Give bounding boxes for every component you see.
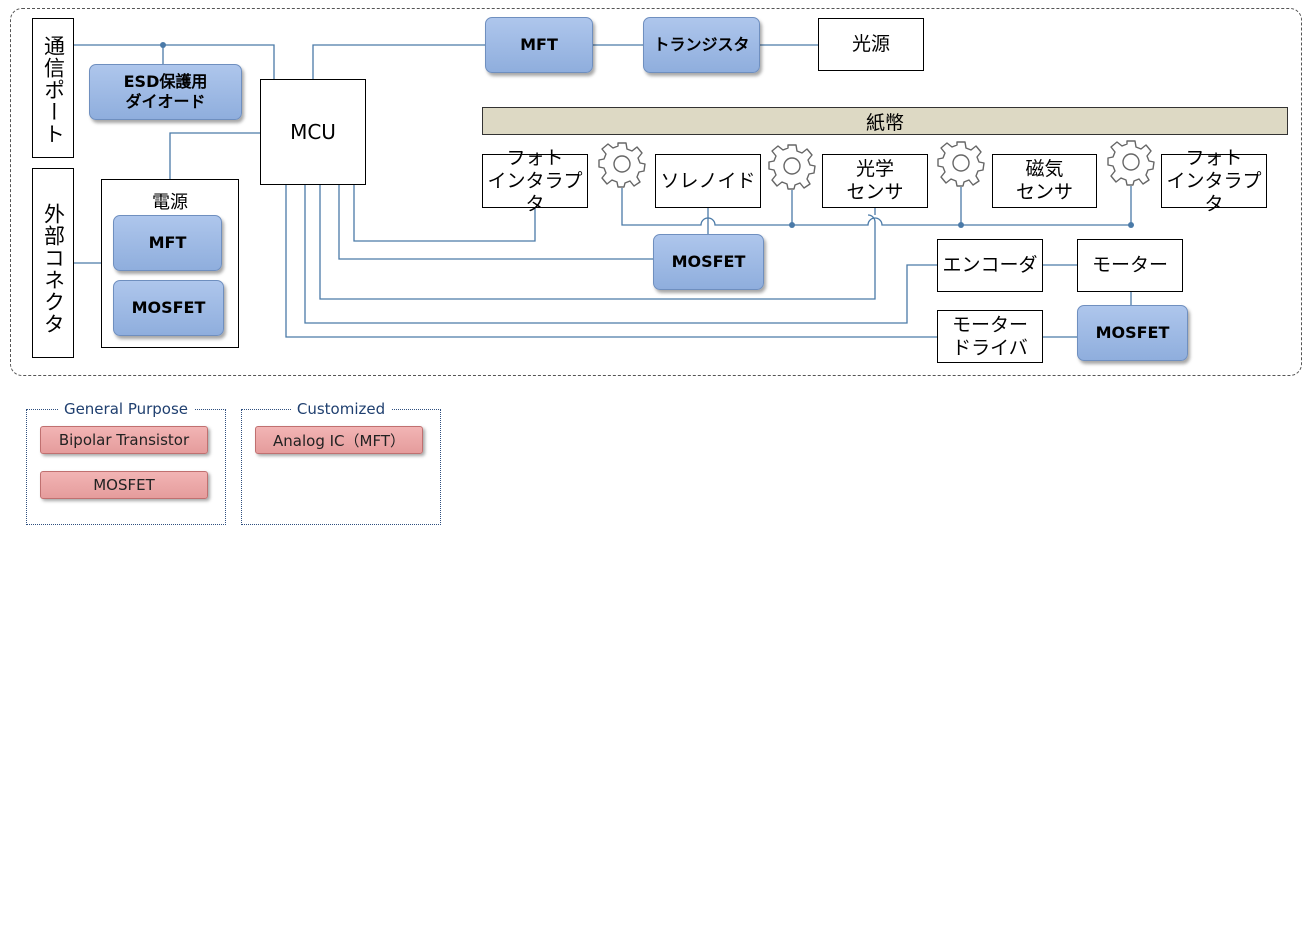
light-source-block: 光源 <box>818 18 924 71</box>
gear-icon <box>598 142 646 188</box>
banknote-bar: 紙幣 <box>482 107 1288 135</box>
gear-icon <box>937 141 985 187</box>
junction-dot <box>160 42 166 48</box>
wire-mcu-mosfet <box>338 185 653 260</box>
mosfet-right-block: MOSFET <box>1077 305 1188 361</box>
wire-comm-mcu <box>74 44 275 79</box>
wire-mcu-photo-left <box>353 185 536 242</box>
photo-interrupter-right: フォト インタラプタ <box>1161 147 1267 215</box>
mft-top-block: MFT <box>485 17 593 73</box>
transistor-block: トランジスタ <box>643 17 760 73</box>
system-frame <box>10 8 1302 376</box>
encoder-block: エンコーダ <box>937 239 1043 292</box>
wire-mcu-driver <box>285 185 937 338</box>
junction-dot <box>958 222 964 228</box>
solenoid-block: ソレノイド <box>655 154 761 208</box>
wire-mcu-optical <box>319 185 876 300</box>
legend-item-mosfet: MOSFET <box>40 471 208 499</box>
optical-sensor-block: 光学 センサ <box>822 154 928 208</box>
legend-custom-title: Customized <box>290 400 392 418</box>
esd-diode-block: ESD保護用 ダイオード <box>89 64 242 120</box>
ext-connector-label: 外部コネクタ <box>41 203 66 335</box>
ext-connector-block: 外部コネクタ <box>32 168 74 358</box>
legend-customized: Customized <box>241 400 441 525</box>
gear-icon <box>1107 140 1155 186</box>
comm-port-block: 通信ポート <box>32 18 74 158</box>
junction-dot <box>789 222 795 228</box>
magnetic-sensor-block: 磁気 センサ <box>992 154 1097 208</box>
gear-icon <box>768 144 816 190</box>
mosfet-middle-block: MOSFET <box>653 234 764 290</box>
junction-dot <box>1128 222 1134 228</box>
wire-mcu-power <box>169 132 260 179</box>
power-mft-block: MFT <box>113 215 222 271</box>
legend-item-analog-ic: Analog IC（MFT） <box>255 426 423 454</box>
mcu-block: MCU <box>260 79 366 185</box>
wire-mcu-encoder <box>304 185 937 324</box>
wire-mcu-mft <box>312 44 485 79</box>
legend-item-bipolar: Bipolar Transistor <box>40 426 208 454</box>
comm-port-label: 通信ポート <box>41 35 66 145</box>
legend-general-purpose: General Purpose <box>26 400 226 525</box>
photo-interrupter-left: フォト インタラプタ <box>482 147 588 215</box>
motor-block: モーター <box>1077 239 1183 292</box>
motor-driver-block: モーター ドライバ <box>937 310 1043 363</box>
power-title: 電源 <box>152 192 188 213</box>
power-mosfet-block: MOSFET <box>113 280 224 336</box>
legend-general-title: General Purpose <box>57 400 195 418</box>
